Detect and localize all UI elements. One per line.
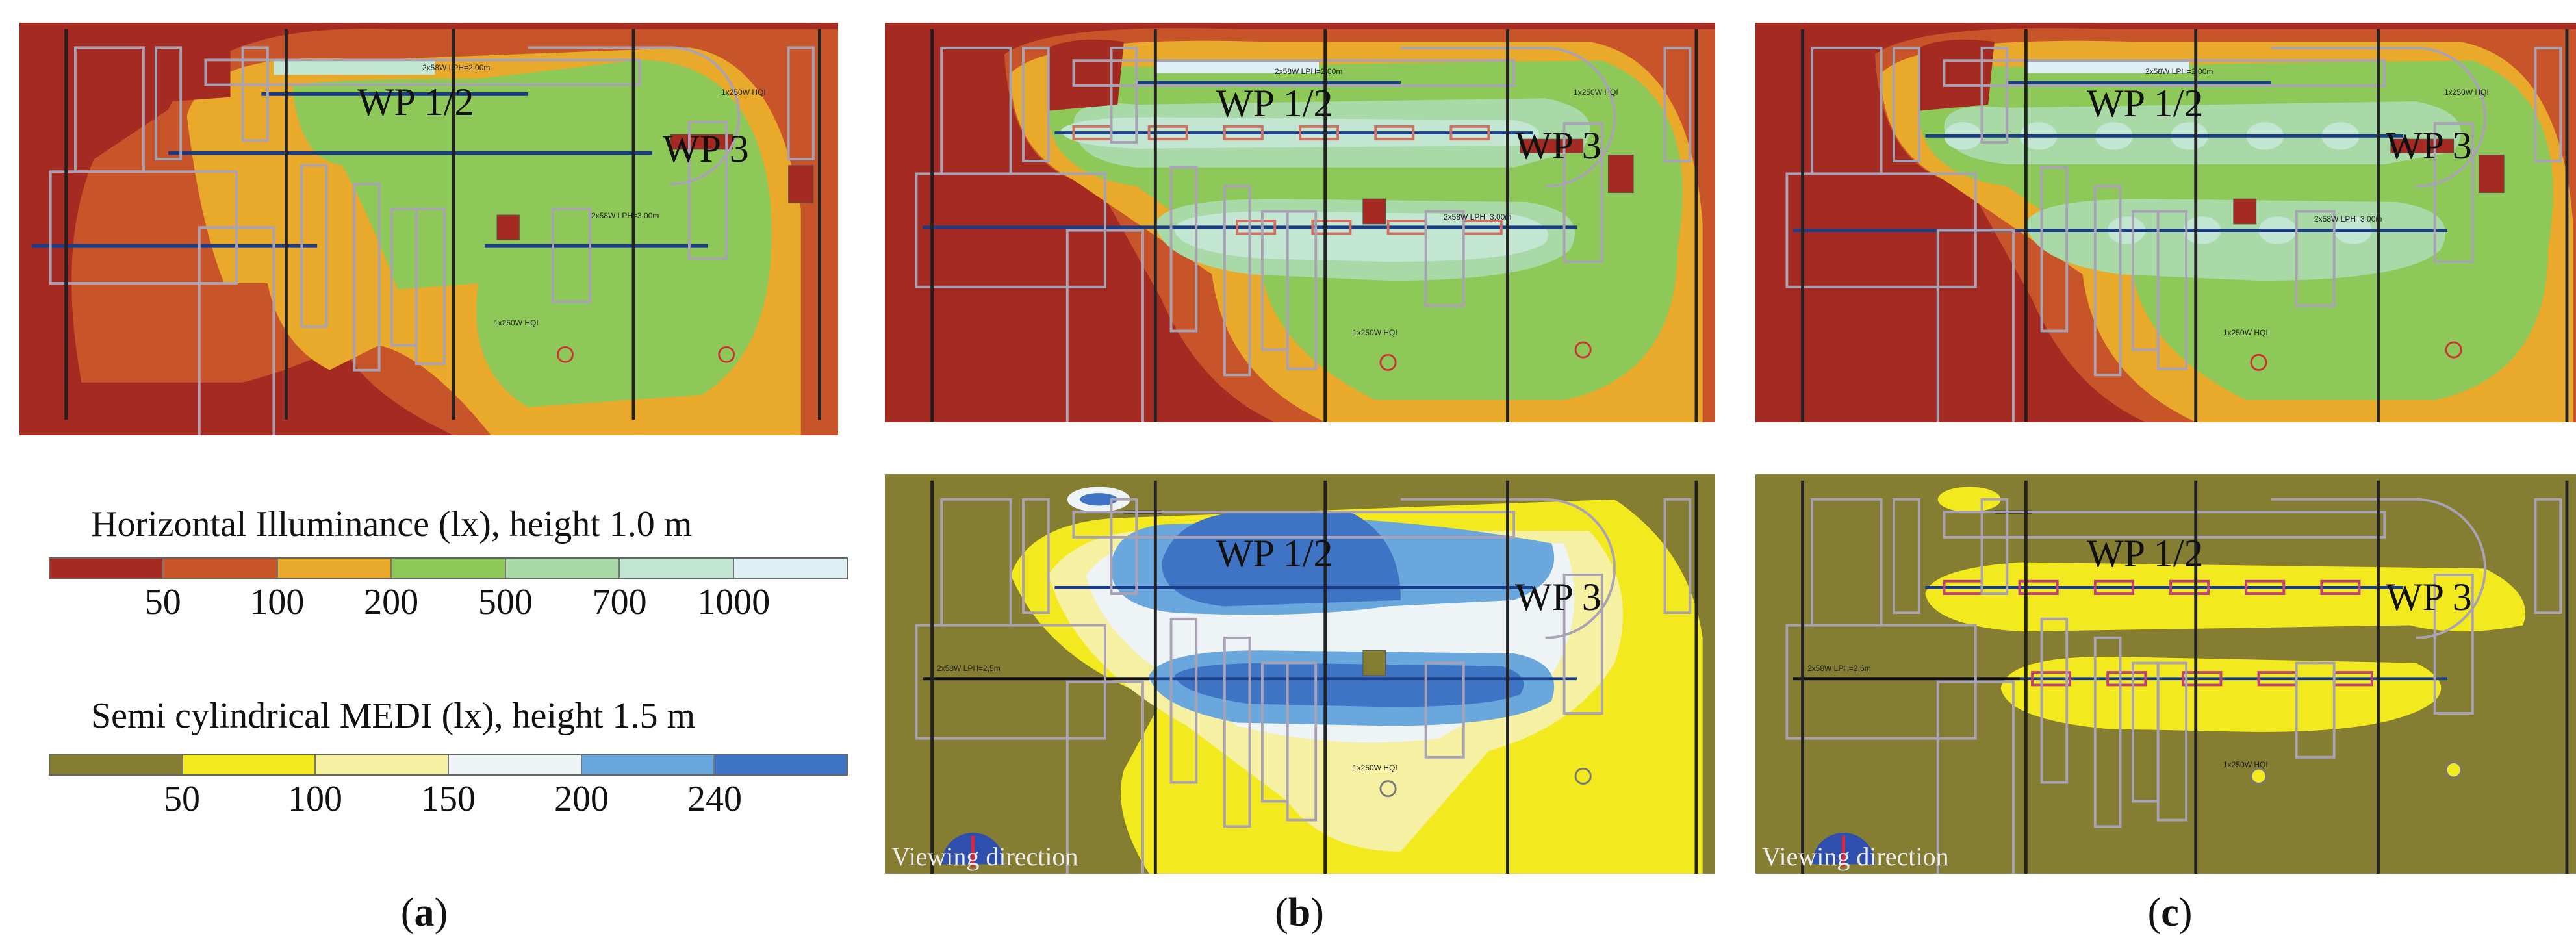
hqi-label: 1x250W HQI [2223, 760, 2268, 769]
lamp-row-label: 2x58W LPH=3,00m [1444, 212, 1512, 222]
wp12-label: WP 1/2 [1216, 82, 1333, 125]
legend-horizontal-title: Horizontal Illuminance (lx), height 1.0 … [91, 504, 693, 544]
map-c-illuminance: WP 1/2 WP 3 2x58W LPH=2,00m 2x58W LPH=3,… [1755, 23, 2576, 422]
lamp-row-label: 2x58W LPH=2,00m [1275, 67, 1343, 76]
map-b-illuminance: WP 1/2 WP 3 2x58W LPH=2,00m 2x58W LPH=3,… [885, 23, 1715, 422]
hqi-label: 1x250W HQI [1353, 763, 1397, 772]
wp3-label: WP 3 [1515, 576, 1601, 618]
hqi-label: 1x250W HQI [721, 88, 766, 97]
lamp-row-label: 2x58W LPH=2,00m [422, 63, 491, 72]
legend-tick-label: 240 [687, 779, 742, 819]
legend-tick-label: 1000 [697, 582, 771, 622]
hqi-label: 1x250W HQI [2223, 328, 2268, 337]
hqi-label: 1x250W HQI [1353, 328, 1397, 337]
legend-tick-label: 200 [554, 779, 609, 819]
legend-swatch [581, 755, 715, 774]
viewing-direction-label: Viewing direction [1762, 842, 1949, 871]
legend-medi-ticks: 50 100 150 200 240 [49, 778, 848, 824]
legend-medi-scale [49, 754, 848, 776]
panel-label-a: (a) [400, 891, 448, 935]
viewing-direction-label: Viewing direction [891, 842, 1078, 871]
lamp-row-label: 2x58W LPH=3,00m [591, 211, 659, 220]
wp12-label: WP 1/2 [1216, 532, 1333, 575]
legend-swatch [277, 559, 392, 578]
wp12-label: WP 1/2 [2087, 82, 2204, 125]
legend-tick-label: 100 [288, 779, 342, 819]
panel-label-c: (c) [2147, 891, 2193, 935]
hqi-label: 1x250W HQI [2444, 88, 2489, 97]
hqi-label: 1x250W HQI [1574, 88, 1618, 97]
legend-swatch [392, 559, 506, 578]
legend-tick-label: 150 [421, 779, 476, 819]
legend-tick-label: 500 [478, 582, 533, 622]
wp12-label: WP 1/2 [357, 81, 474, 123]
legend-tick-label: 50 [144, 582, 181, 622]
legend-tick-label: 700 [592, 582, 647, 622]
map-a-illuminance: WP 1/2 WP 3 2x58W LPH=2,00m 2x58W LPH=3,… [19, 23, 838, 435]
legend-swatch [164, 559, 278, 578]
legend-swatch [50, 559, 164, 578]
lamp-row-label: 2x58W LPH=2,00m [2145, 67, 2213, 76]
wp3-label: WP 3 [2386, 576, 2472, 618]
wp3-label: WP 3 [2386, 124, 2472, 167]
legend-tick-label: 100 [249, 582, 305, 622]
hqi-label: 1x250W HQI [494, 318, 539, 327]
legend-tick-label: 50 [164, 779, 200, 819]
legend-medi-title: Semi cylindrical MEDI (lx), height 1.5 m [91, 696, 696, 736]
legend-swatch [50, 755, 183, 774]
wp12-label: WP 1/2 [2087, 532, 2204, 575]
legend-swatch [449, 755, 582, 774]
panel-label-b: (b) [1275, 891, 1324, 935]
legend-tick-label: 200 [364, 582, 419, 622]
legend-horizontal-scale [49, 557, 848, 579]
legend-swatch [715, 755, 847, 774]
legend-swatch [316, 755, 450, 774]
lamp-row-label: 2x58W LPH=2,5m [1807, 664, 1871, 673]
map-c-medi: WP 1/2 WP 3 Viewing direction 2x58W LPH=… [1755, 474, 2576, 874]
lamp-row-label: 2x58W LPH=3,00m [2314, 214, 2382, 223]
legend-swatch [620, 559, 734, 578]
lamp-row-label: 2x58W LPH=2,5m [937, 664, 1001, 673]
map-b-medi: WP 1/2 WP 3 Viewing direction 2x58W LPH=… [885, 474, 1715, 874]
legend-horizontal-ticks: 50 100 200 500 700 1000 [49, 581, 848, 627]
legend-swatch [733, 559, 847, 578]
legend-swatch [505, 559, 620, 578]
wp3-label: WP 3 [1515, 124, 1601, 167]
wp3-label: WP 3 [663, 127, 749, 170]
legend-swatch [183, 755, 316, 774]
